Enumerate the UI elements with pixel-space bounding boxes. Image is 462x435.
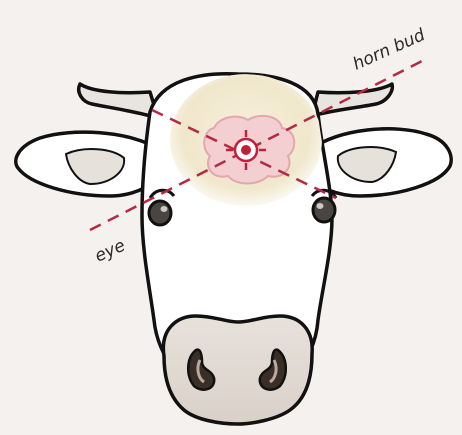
- muzzle: [163, 316, 312, 424]
- label-eye: eye: [92, 236, 128, 267]
- left-horn: [79, 84, 158, 118]
- label-horn-bud: horn bud: [350, 25, 428, 75]
